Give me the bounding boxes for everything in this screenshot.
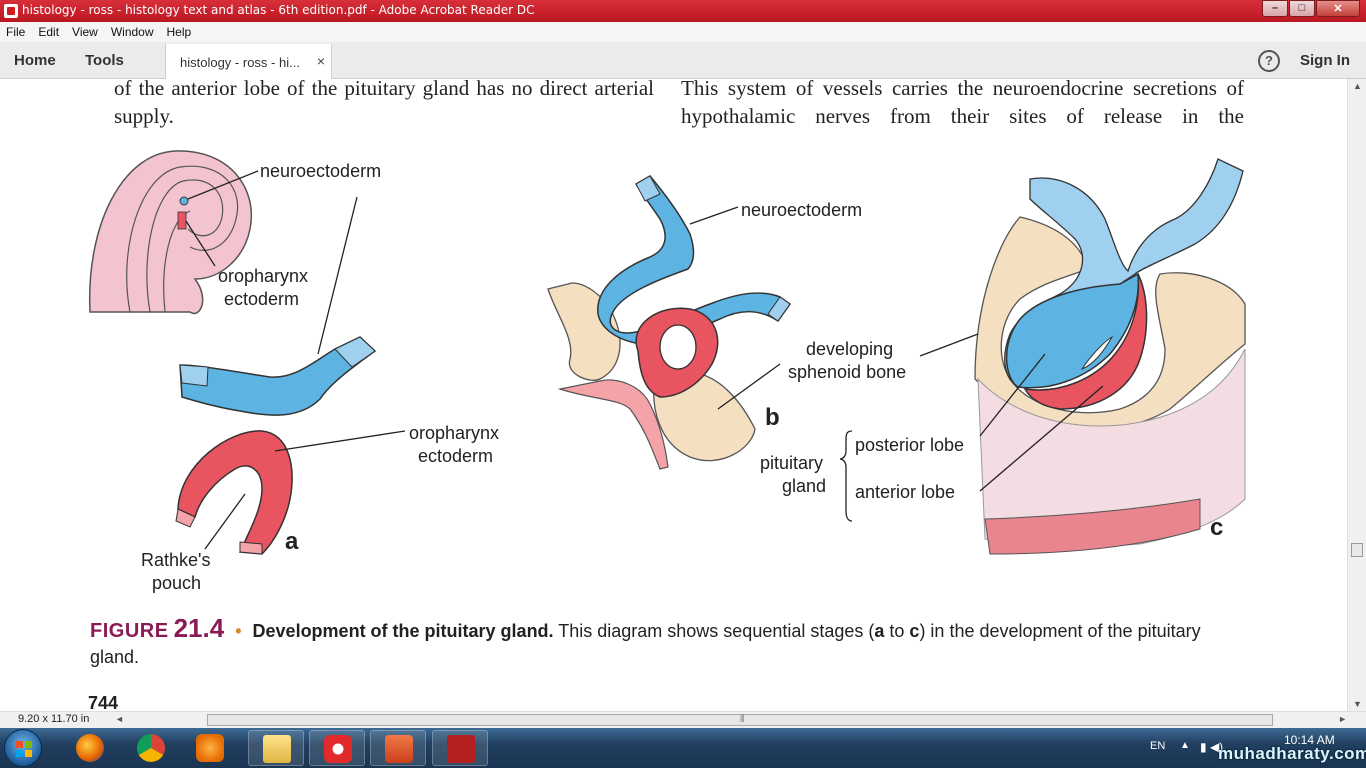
vertical-scroll-thumb[interactable]	[1351, 543, 1363, 557]
menu-window[interactable]: Window	[110, 25, 154, 39]
embryo-head-drawing	[88, 150, 252, 315]
label-rathkes-1: Rathke's	[141, 550, 210, 570]
panel-label-a: a	[285, 528, 299, 555]
title-bar: histology - ross - histology text and at…	[0, 0, 1366, 22]
minimize-button[interactable]: –	[1262, 0, 1288, 17]
label-oropharynx-small-1: oropharynx	[218, 266, 308, 286]
acrobat-app-icon	[4, 4, 18, 18]
document-viewport[interactable]: of the anterior lobe of the pituitary gl…	[0, 79, 1347, 711]
language-indicator[interactable]: EN	[1150, 740, 1166, 752]
caption-bold-a: a	[874, 621, 885, 641]
windows-taskbar: EN ▲ ▮ ◀) 10:14 AM muhadharaty.com	[0, 728, 1366, 768]
close-icon: ✕	[1333, 3, 1343, 15]
maximize-button[interactable]: □	[1289, 0, 1315, 17]
menu-file[interactable]: File	[6, 25, 26, 39]
start-button[interactable]	[4, 729, 42, 767]
horizontal-scroll-thumb[interactable]: ⦀	[207, 714, 1273, 726]
caption-text-1: This diagram shows sequential stages (	[553, 621, 875, 641]
taskbar-file-explorer[interactable]	[248, 730, 304, 766]
close-button[interactable]: ✕	[1316, 0, 1360, 17]
tab-close-icon[interactable]: ×	[316, 53, 325, 69]
body-text-right: This system of vessels carries the neuro…	[681, 79, 1244, 128]
minimize-icon: –	[1271, 2, 1279, 14]
caption-title: Development of the pituitary gland.	[252, 621, 554, 641]
tab-home[interactable]: Home	[14, 52, 56, 69]
label-anterior-lobe: anterior lobe	[855, 482, 955, 502]
caption-figure-word: FIGURE	[90, 620, 169, 642]
acrobat-icon	[447, 735, 475, 763]
grip-icon: ⦀	[740, 714, 745, 725]
document-tab-label: histology - ross - hi...	[180, 55, 300, 70]
panel-label-b: b	[765, 404, 780, 431]
page-size-readout: 9.20 x 11.70 in	[18, 713, 90, 725]
window-title: histology - ross - histology text and at…	[22, 3, 535, 17]
pituitary-bracket	[839, 430, 853, 522]
taskbar-firefox[interactable]	[62, 730, 118, 766]
firefox-icon	[76, 734, 104, 762]
menu-view[interactable]: View	[72, 25, 98, 39]
caption-figure-number: 21.4	[173, 613, 225, 643]
caption-bullet: •	[235, 621, 242, 641]
caption-text-3: ) in the development of the pituitary gl…	[90, 621, 1201, 667]
scroll-right-icon[interactable]: ►	[1338, 714, 1347, 724]
windows-flag-icon	[16, 741, 32, 757]
chrome-icon	[137, 734, 165, 762]
label-sphenoid-2: sphenoid bone	[788, 362, 906, 382]
tab-document[interactable]: histology - ross - hi... ×	[165, 44, 332, 79]
powerpoint-icon	[385, 735, 413, 763]
menu-edit[interactable]: Edit	[38, 25, 60, 39]
horizontal-scrollbar[interactable]: ◄ ⦀ ►	[115, 712, 1347, 728]
label-posterior-lobe: posterior lobe	[855, 435, 964, 455]
caption-bold-c: c	[909, 621, 920, 641]
label-oropharynx-mid-1: oropharynx	[409, 423, 499, 443]
pituitary-development-figure: neuroectoderm oropharynx ectoderm oropha…	[88, 150, 1246, 593]
label-pituitary-1: pituitary	[760, 453, 823, 473]
sign-in-button[interactable]: Sign In	[1300, 52, 1350, 69]
page-number: 744	[88, 693, 119, 711]
help-icon[interactable]: ?	[1258, 50, 1280, 72]
caption-text-2: to	[884, 621, 910, 641]
rathkes-pouch-shape	[177, 430, 293, 555]
show-hidden-icons-icon[interactable]: ▲	[1180, 740, 1190, 751]
label-neuroectoderm-a: neuroectoderm	[260, 161, 381, 181]
body-text-left: of the anterior lobe of the pituitary gl…	[114, 79, 654, 128]
taskbar-app-red[interactable]	[309, 730, 365, 766]
panel-label-c: c	[1210, 514, 1223, 541]
menu-bar: File Edit View Window Help	[0, 22, 1366, 42]
app-red-icon	[324, 735, 352, 763]
maximize-icon: □	[1298, 2, 1306, 14]
label-oropharynx-mid-2: ectoderm	[418, 446, 493, 466]
vertical-scrollbar[interactable]: ▲ ▼	[1347, 79, 1366, 711]
taskbar-powerpoint[interactable]	[370, 730, 426, 766]
status-bar: 9.20 x 11.70 in ◄ ⦀ ►	[0, 711, 1366, 728]
watermark-text: muhadharaty.com	[1218, 744, 1366, 763]
window-controls: – □ ✕	[1261, 0, 1360, 18]
neuroectoderm-shape-a	[179, 336, 377, 416]
tray-status-icons[interactable]: ▮ ◀)	[1200, 740, 1224, 754]
panel-c-drawing	[974, 158, 1246, 555]
label-sphenoid-1: developing	[806, 339, 893, 359]
taskbar-acrobat[interactable]	[432, 730, 488, 766]
taskbar-chrome[interactable]	[123, 730, 179, 766]
scroll-left-icon[interactable]: ◄	[115, 714, 124, 724]
folder-icon	[263, 735, 291, 763]
scroll-up-icon[interactable]: ▲	[1353, 81, 1362, 91]
label-pituitary-2: gland	[782, 476, 826, 496]
label-neuroectoderm-b: neuroectoderm	[741, 200, 862, 220]
menu-help[interactable]: Help	[166, 25, 192, 39]
tab-tools[interactable]: Tools	[85, 52, 124, 69]
panel-b-drawing	[547, 175, 792, 470]
taskbar-clock[interactable]: 10:14 AM	[1284, 733, 1335, 747]
media-player-icon	[196, 734, 224, 762]
label-rathkes-2: pouch	[152, 573, 201, 593]
scroll-down-icon[interactable]: ▼	[1353, 699, 1362, 709]
tab-bar: Home Tools histology - ross - hi... × ? …	[0, 42, 1366, 79]
label-oropharynx-small-2: ectoderm	[224, 289, 299, 309]
figure-caption: FIGURE 21.4 • Development of the pituita…	[90, 615, 1210, 670]
taskbar-media-player[interactable]	[182, 730, 238, 766]
